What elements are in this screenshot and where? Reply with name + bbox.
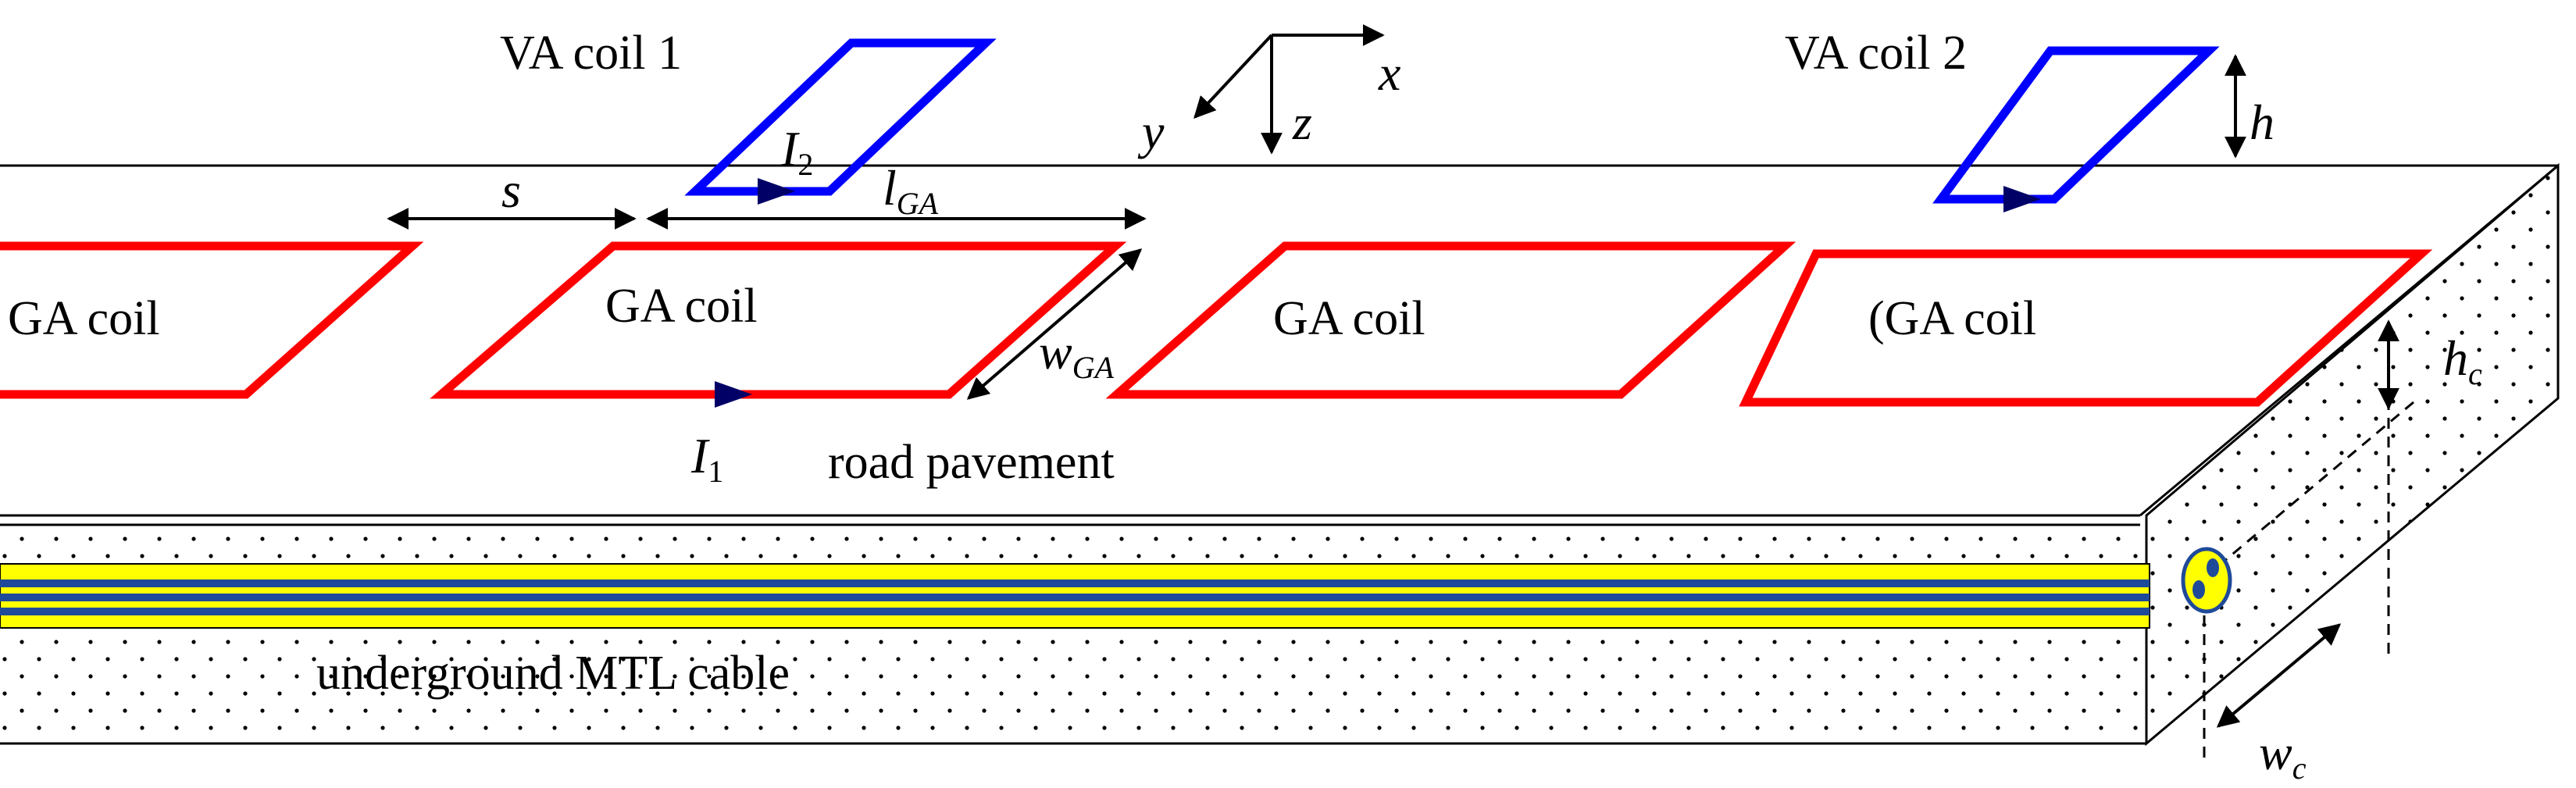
cable-stripe-1 (0, 579, 2150, 587)
va-coil-2-label: VA coil 2 (1785, 27, 1967, 80)
road-pavement-label: road pavement (828, 436, 1115, 489)
axis-y-label: y (1137, 104, 1165, 159)
underground-cable-label: underground MTL cable (316, 647, 790, 700)
current-arrow-i1 (715, 381, 752, 408)
symbol-wc-sub: c (2292, 751, 2307, 786)
symbol-i2-main: I (780, 121, 800, 176)
va-coil-1 (684, 38, 997, 196)
axis-x-label: x (1378, 45, 1400, 101)
axis-y-arrow (1193, 34, 1273, 119)
symbol-w-ga-main: w (1039, 324, 1072, 380)
symbol-i2: I2 (780, 121, 813, 182)
cable-stripe-2 (0, 594, 2150, 601)
symbol-wc: wc (2259, 725, 2307, 786)
symbol-hc-main: h (2443, 330, 2468, 386)
cable-conductor-2 (2192, 580, 2205, 599)
ga-coil-1 (0, 241, 424, 399)
va-coil-2 (1932, 46, 2220, 204)
symbol-h: h (2250, 94, 2275, 150)
symbol-l-ga: lGA (883, 160, 939, 221)
ga-coil-2-label: GA coil (605, 280, 758, 333)
symbol-w-ga-sub: GA (1072, 350, 1115, 385)
ground-front-face (0, 525, 2146, 743)
cable-stripe-3 (0, 608, 2150, 615)
dimension-wc (2216, 623, 2342, 728)
current-arrow-i2 (758, 178, 795, 205)
symbol-l-ga-main: l (883, 160, 897, 216)
symbol-hc-sub: c (2468, 356, 2482, 391)
cable-cross-section (2181, 547, 2232, 614)
ga-coil-3-label: GA coil (1273, 292, 1425, 345)
symbol-i2-sub: 2 (797, 147, 813, 182)
symbol-i1-sub: 1 (708, 454, 723, 489)
va-coil-1-label: VA coil 1 (500, 27, 682, 80)
symbol-wc-main: w (2259, 725, 2292, 780)
current-arrow-va2 (2003, 186, 2041, 212)
axis-z-label: z (1292, 94, 1312, 150)
ga-coil-3 (1105, 241, 1796, 399)
dimension-w-ga (966, 248, 1143, 400)
symbol-i1-main: I (690, 428, 710, 483)
cable-dashed-line (2203, 401, 2414, 579)
symbol-w-ga: wGA (1039, 324, 1115, 385)
symbol-hc: hc (2443, 330, 2482, 391)
ga-coil-4-label: (GA coil (1868, 292, 2036, 345)
ga-coil-4 (1739, 249, 2433, 407)
symbol-s: s (501, 162, 521, 218)
cable-conductor-1 (2207, 558, 2219, 577)
ga-coil-1-label: GA coil (8, 292, 160, 345)
symbol-i1: I1 (690, 428, 723, 489)
ga-coil-2 (430, 241, 1127, 399)
symbol-l-ga-sub: GA (897, 186, 939, 221)
